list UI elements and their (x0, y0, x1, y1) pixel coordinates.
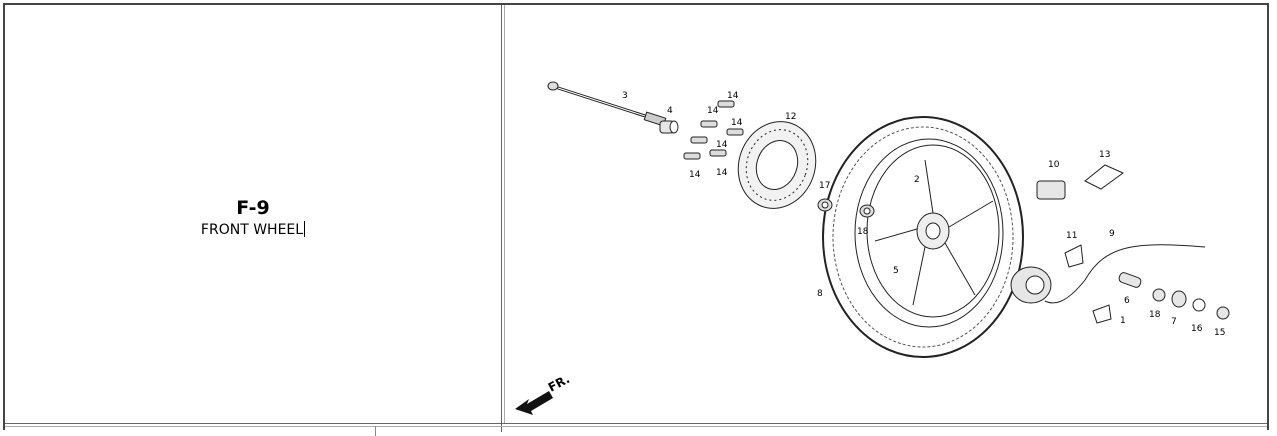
section-name: FRONT WHEEL (200, 222, 304, 238)
front-label: FR. (546, 372, 572, 395)
callout-4: 4 (667, 106, 673, 116)
callout-18a: 18 (857, 227, 869, 237)
part-axle (547, 81, 674, 127)
part-wheel (822, 116, 1024, 358)
callout-7: 7 (1171, 317, 1177, 327)
callout-10: 10 (1048, 160, 1060, 170)
callout-15: 15 (1214, 328, 1225, 338)
callout-13: 13 (1099, 150, 1110, 160)
front-direction-indicator: FR. (515, 372, 572, 415)
part-collar (659, 120, 679, 134)
callout-11: 11 (1066, 231, 1077, 241)
part-brake-disc (737, 121, 817, 209)
section-code: F-9 (236, 197, 270, 219)
section-title-cell: F-9 FRONT WHEEL (5, 5, 501, 423)
exploded-diagram-cell: 1 2 3 4 5 6 7 8 9 10 11 12 13 14 14 14 1… (505, 5, 1267, 423)
callout-5: 5 (893, 266, 899, 276)
parts-sheet: F-9 FRONT WHEEL (3, 3, 1269, 436)
front-arrow-icon (515, 391, 553, 415)
text-cursor (304, 221, 306, 237)
callout-14b: 14 (707, 106, 719, 116)
callout-14f: 14 (716, 168, 728, 178)
callout-2: 2 (914, 175, 920, 185)
table-row-divider-inner (5, 426, 1267, 427)
callout-9: 9 (1109, 229, 1115, 239)
section-name-line[interactable]: FRONT WHEEL (5, 221, 501, 238)
callout-14e: 14 (689, 170, 701, 180)
callout-14d: 14 (716, 140, 728, 150)
part-seals-left (817, 198, 875, 218)
callout-8: 8 (817, 289, 823, 299)
exploded-diagram: 1 2 3 4 5 6 7 8 9 10 11 12 13 14 14 14 1… (515, 81, 1230, 415)
part-right-side (1010, 164, 1230, 324)
callout-labels: 1 2 3 4 5 6 7 8 9 10 11 12 13 14 14 14 1… (622, 91, 1225, 338)
callout-12: 12 (785, 112, 796, 122)
part-bolts (683, 100, 744, 160)
callout-16: 16 (1191, 324, 1203, 334)
callout-18b: 18 (1149, 310, 1161, 320)
callout-1: 1 (1120, 316, 1126, 326)
next-row-column-divider (375, 426, 376, 436)
cell-divider-inner (504, 5, 505, 423)
callout-3: 3 (622, 91, 628, 101)
callout-17: 17 (819, 181, 830, 191)
callout-6: 6 (1124, 296, 1130, 306)
table-row-divider (5, 423, 1267, 424)
callout-14a: 14 (727, 91, 739, 101)
callout-14c: 14 (731, 118, 743, 128)
cell-divider (501, 5, 502, 432)
